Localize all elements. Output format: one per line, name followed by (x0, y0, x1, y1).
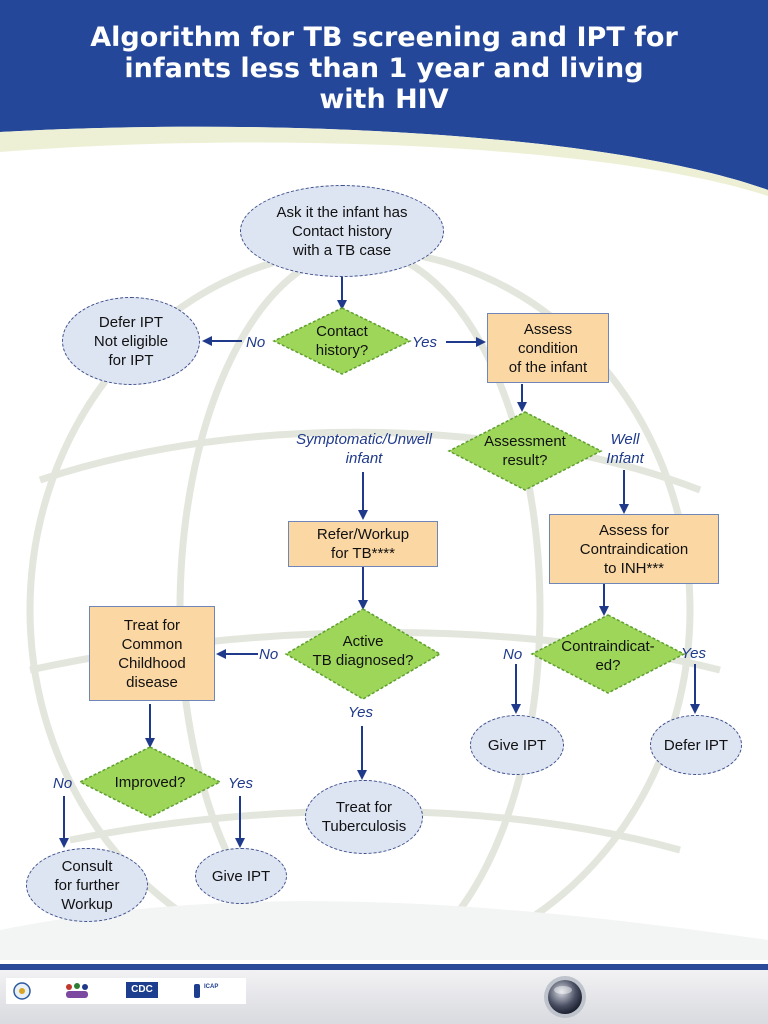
assess-cond-line-2: condition (517, 339, 579, 357)
icap-emblem-logo (194, 984, 200, 998)
label-yes-active: Yes (348, 704, 374, 721)
give-right-line-1: Give IPT (487, 736, 547, 754)
label-yes-improved: Yes (228, 775, 254, 792)
decision-active-tb (284, 608, 442, 700)
contact-history-text: Contact history? (282, 316, 402, 366)
node-give-ipt-right: Give IPT (470, 715, 564, 775)
consult-line-1: Consult (61, 857, 113, 875)
dial-knob-icon (544, 976, 586, 1018)
node-treat-common-childhood: Treat for Common Childhood disease (89, 606, 215, 701)
assess-contra-line-3: to INH*** (603, 559, 665, 577)
refer-line-1: Refer/Workup (316, 526, 410, 543)
people-group-logo (66, 983, 88, 998)
defer-ne-line-3: for IPT (108, 351, 154, 369)
contact-line-1: Contact (316, 323, 368, 340)
decision-contraindicated (530, 614, 686, 694)
label-symptomatic: Symptomatic/Unwell infant (280, 430, 448, 468)
node-assess-condition: Assess condition of the infant (487, 313, 609, 383)
decision-contact-history (272, 307, 412, 375)
cdc-logo: CDC (126, 982, 158, 998)
assess-contra-line-1: Assess for (598, 521, 670, 539)
improved-text: Improved? (90, 770, 210, 794)
treat-common-line-1: Treat for (123, 616, 181, 634)
decision-assessment-result (447, 411, 603, 491)
ask-line-1: Ask it the infant has (276, 203, 408, 221)
ministry-seal-logo (13, 982, 31, 1000)
label-yes-contra: Yes (681, 645, 707, 662)
consult-line-2: for further (54, 876, 120, 894)
footer-divider (0, 964, 768, 970)
defer-right-line-1: Defer IPT (663, 736, 729, 754)
assess-res-line-1: Assessment (484, 433, 566, 450)
treat-tb-line-1: Treat for (335, 799, 393, 816)
header-cream-swoosh (0, 126, 768, 196)
node-defer-not-eligible: Defer IPT Not eligible for IPT (62, 297, 200, 385)
decision-improved (78, 746, 222, 818)
label-no-improved: No (53, 775, 73, 792)
treat-tb-line-2: Tuberculosis (321, 818, 407, 835)
ask-line-2: Contact history (291, 222, 393, 240)
header-blue-band (0, 0, 768, 190)
node-defer-ipt-right: Defer IPT (650, 715, 742, 775)
well-line-1: Well (610, 431, 640, 448)
active-line-2: TB diagnosed? (312, 652, 414, 669)
label-no-active: No (259, 646, 279, 663)
title-line-2: infants less than 1 year and living (124, 53, 644, 84)
ask-line-3: with a TB case (292, 241, 392, 259)
node-treat-tuberculosis: Treat for Tuberculosis (305, 780, 423, 854)
title-line-3: with HIV (319, 84, 449, 115)
node-assess-contraindication: Assess for Contraindication to INH*** (549, 514, 719, 584)
assess-contra-line-2: Contraindication (579, 540, 689, 558)
contra-line-1: Contraindicat- (561, 638, 655, 655)
contra-line-2: ed? (595, 657, 621, 674)
label-well-infant: Well Infant (598, 430, 652, 468)
icap-logo: ICAP (204, 984, 219, 990)
improved-line-1: Improved? (114, 773, 186, 791)
node-consult-workup: Consult for further Workup (26, 848, 148, 922)
treat-common-line-4: disease (126, 673, 178, 691)
label-no-contra: No (503, 646, 523, 663)
node-refer-workup: Refer/Workup for TB**** (288, 521, 438, 567)
assessment-result-text: Assessment result? (455, 426, 595, 476)
assess-res-line-2: result? (502, 452, 548, 469)
node-give-ipt-left: Give IPT (195, 848, 287, 904)
give-left-line-1: Give IPT (211, 867, 271, 885)
symptomatic-line-2: infant (345, 450, 383, 467)
header-banner (0, 0, 768, 196)
defer-ne-line-2: Not eligible (93, 332, 169, 350)
treat-common-line-3: Childhood (118, 654, 186, 672)
sponsor-logos: CDC ICAP (6, 978, 246, 1004)
consult-line-3: Workup (61, 895, 113, 913)
label-yes-contact: Yes (412, 334, 438, 351)
treat-common-line-2: Common (121, 635, 183, 653)
contraindicated-text: Contraindicat- ed? (538, 634, 678, 678)
node-ask-contact: Ask it the infant has Contact history wi… (240, 185, 444, 277)
defer-ne-line-1: Defer IPT (98, 313, 164, 331)
refer-line-2: for TB**** (331, 545, 395, 562)
symptomatic-line-1: Symptomatic/Unwell (296, 431, 432, 448)
well-line-2: Infant (606, 450, 644, 467)
assess-cond-line-1: Assess (523, 320, 573, 338)
label-no-contact: No (246, 334, 266, 351)
active-tb-text: Active TB diagnosed? (293, 626, 433, 676)
title-line-1: Algorithm for TB screening and IPT for (90, 22, 678, 53)
assess-cond-line-3: of the infant (508, 358, 588, 376)
active-line-1: Active (342, 633, 384, 650)
page-title: Algorithm for TB screening and IPT for i… (0, 22, 768, 115)
contact-line-2: history? (315, 342, 369, 359)
